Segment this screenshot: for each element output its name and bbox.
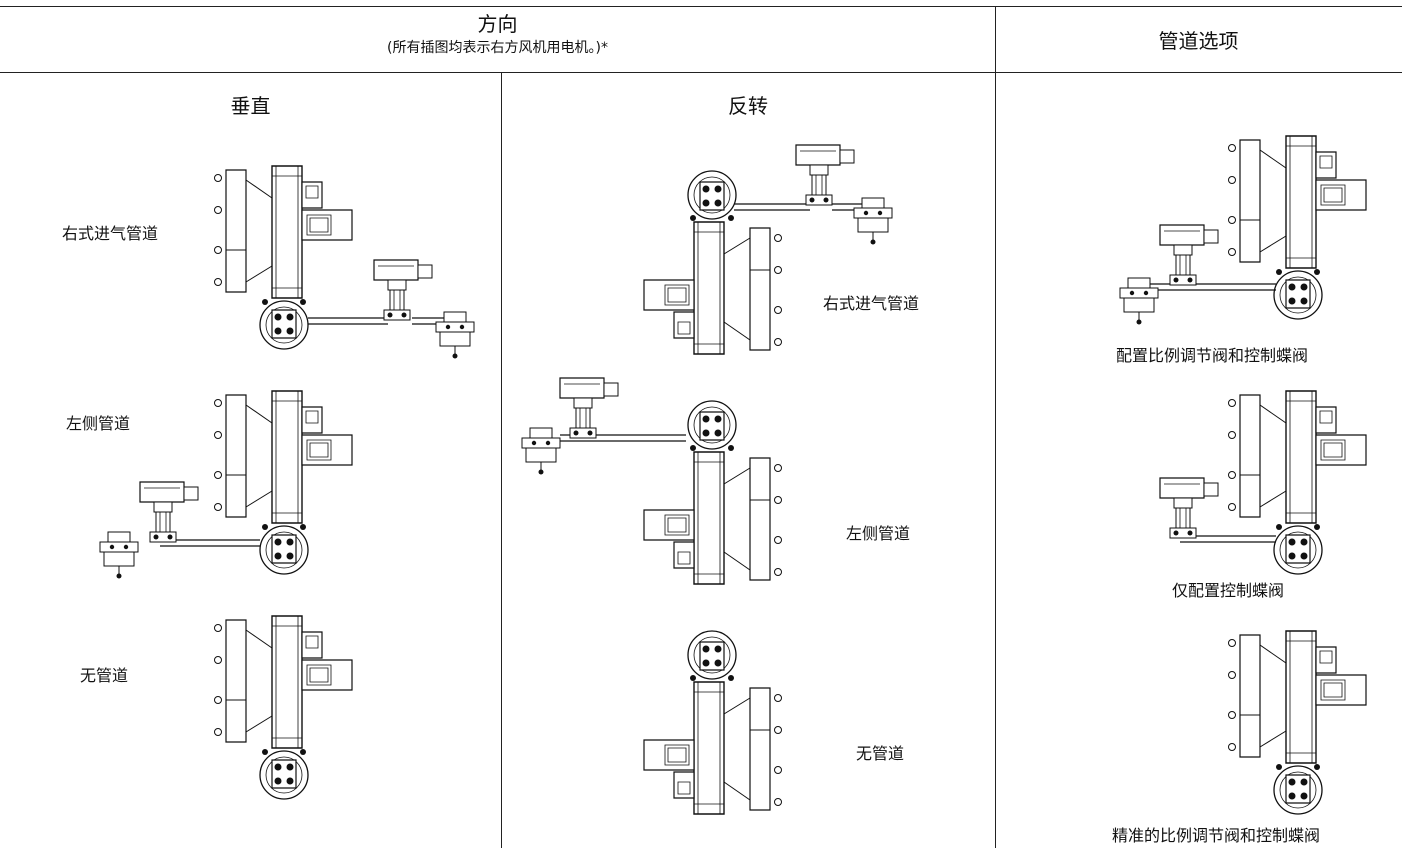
vertical-right-inlet-blower [213,165,353,350]
reverse-no-duct-blower [643,630,783,815]
vertical-label-no-duct: 无管道 [80,666,129,685]
duct-caption-proportional-and-butterfly: 配置比例调节阀和控制蝶阀 [1116,346,1309,365]
vertical-label-right-inlet: 右式进气管道 [62,224,159,243]
reverse-label-left-duct: 左侧管道 [846,524,911,543]
reverse-left-duct-blower [643,400,783,585]
direction-title: 方向 [477,12,518,36]
reverse-right-inlet-blower [643,170,783,355]
column-divider-2 [995,6,996,848]
header-divider [0,72,1402,73]
top-border [0,6,1402,7]
duct-caption-butterfly-only: 仅配置控制蝶阀 [1172,581,1285,600]
direction-note: (所有插图均表示右方风机用电机。)* [387,40,608,56]
duct-caption-precise-proportional: 精准的比例调节阀和控制蝶阀 [1112,826,1321,845]
duct-option-2-blower [1227,390,1367,575]
duct-option-3-blower [1227,630,1367,815]
column-divider-1 [501,72,502,848]
duct-option-1-blower [1227,135,1367,320]
vertical-label-left-duct: 左侧管道 [66,414,131,433]
reverse-label-no-duct: 无管道 [856,744,905,763]
reverse-column-title: 反转 [728,94,768,118]
reverse-label-right-inlet: 右式进气管道 [823,294,920,313]
duct-options-title: 管道选项 [1158,29,1239,53]
vertical-no-duct-blower [213,615,353,800]
vertical-column-title: 垂直 [230,94,271,118]
